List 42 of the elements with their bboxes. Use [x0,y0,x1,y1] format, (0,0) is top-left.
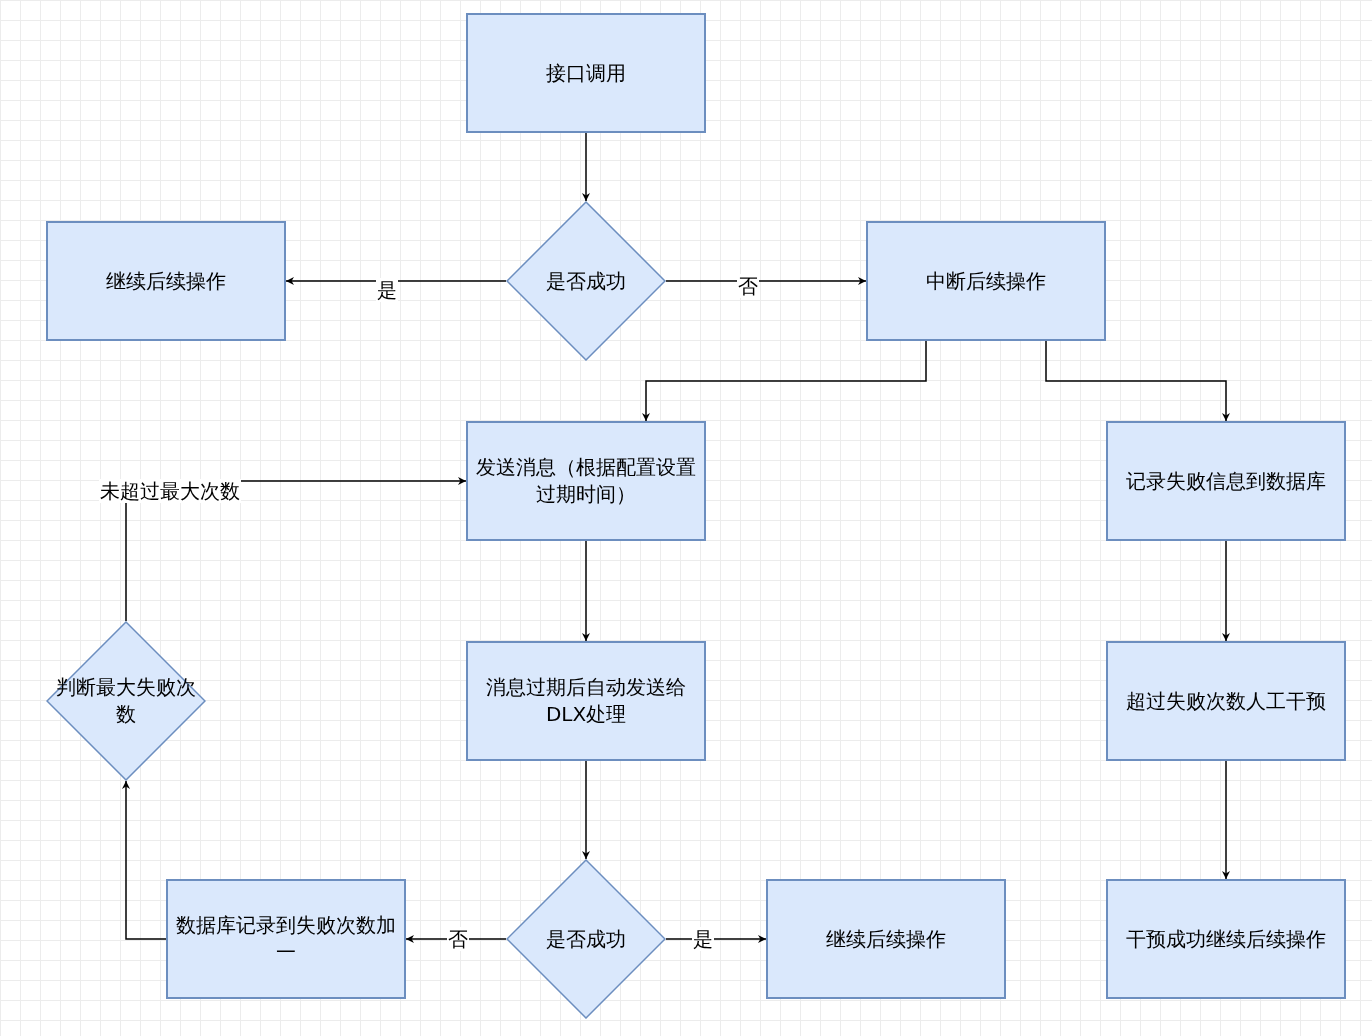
node-label: 干预成功继续后续操作 [1126,925,1326,953]
arrow [1222,760,1230,880]
node-label: 数据库记录到失败次数加一 [175,912,397,966]
edge-label: 未超过最大次数 [99,479,241,503]
edge-label: 是 [692,927,714,951]
process-box [466,641,706,761]
process-box [1106,641,1346,761]
arrow [582,132,590,202]
arrow [1222,540,1230,642]
node-label: 发送消息（根据配置设置过期时间） [475,454,697,508]
decision-diamond [46,621,206,781]
process-box [466,13,706,133]
process-box [46,221,286,341]
arrow [665,277,867,285]
process-box [1106,879,1346,999]
process-box [866,221,1106,341]
process-box [766,879,1006,999]
node-label: 是否成功 [546,925,626,953]
process-box [166,879,406,999]
decision-diamond [506,859,666,1019]
node-label: 消息过期后自动发送给DLX处理 [485,674,687,728]
arrow [582,760,590,860]
edge-label: 是 [376,278,398,302]
arrow [122,780,167,940]
edge-label: 否 [447,927,469,951]
arrow [285,277,507,285]
arrow [405,935,507,943]
node-label: 判断最大失败次数 [55,674,197,728]
node-label: 继续后续操作 [826,925,946,953]
process-box [466,421,706,541]
arrow [582,540,590,642]
node-label: 中断后续操作 [926,267,1046,295]
edge-label: 否 [737,274,759,298]
decision-diamond [506,201,666,361]
node-label: 继续后续操作 [106,267,226,295]
process-box [1106,421,1346,541]
arrow [642,340,927,422]
node-label: 是否成功 [546,267,626,295]
node-label: 记录失败信息到数据库 [1126,467,1326,495]
node-label: 接口调用 [546,59,626,87]
node-label: 超过失败次数人工干预 [1126,687,1326,715]
arrow [1045,340,1230,422]
